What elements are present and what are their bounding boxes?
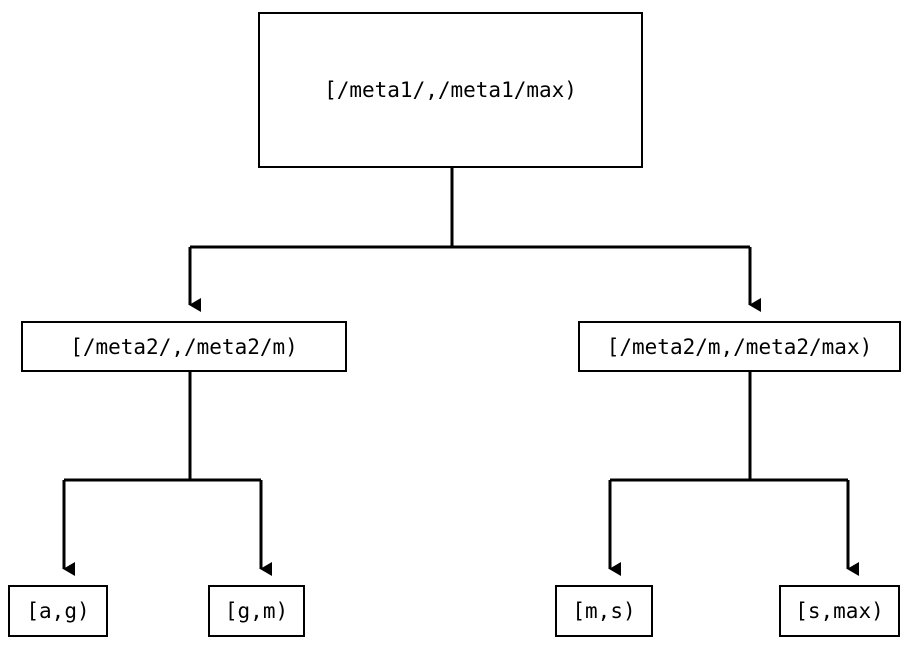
node-root-label: [/meta1/,/meta1/max) [324, 78, 577, 102]
node-leaf-m-s-label: [m,s) [572, 599, 636, 623]
node-mid-right[interactable]: [/meta2/m,/meta2/max) [578, 321, 901, 372]
node-leaf-g-m[interactable]: [g,m) [208, 585, 305, 637]
node-mid-left-label: [/meta2/,/meta2/m) [70, 334, 298, 359]
node-leaf-s-max-label: [s,max) [795, 599, 884, 623]
node-root[interactable]: [/meta1/,/meta1/max) [258, 12, 643, 168]
node-leaf-s-max[interactable]: [s,max) [779, 585, 900, 637]
node-mid-right-label: [/meta2/m,/meta2/max) [606, 334, 873, 359]
node-mid-left[interactable]: [/meta2/,/meta2/m) [21, 321, 347, 372]
node-leaf-g-m-label: [g,m) [224, 599, 289, 623]
node-leaf-a-g-label: [a,g) [26, 599, 90, 623]
node-leaf-m-s[interactable]: [m,s) [555, 585, 653, 637]
node-leaf-a-g[interactable]: [a,g) [8, 585, 108, 637]
